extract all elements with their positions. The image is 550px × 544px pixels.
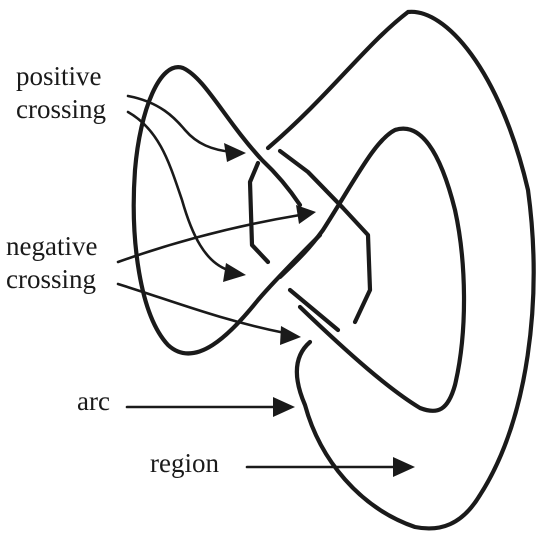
arrowhead-negative-crossing-2 — [280, 326, 301, 345]
label-positive-crossing: crossing — [16, 94, 106, 124]
label-negative-crossing: crossing — [6, 264, 96, 294]
pointer-positive-crossing-2 — [126, 110, 230, 272]
label-region: region — [150, 448, 219, 478]
arrowhead-positive-crossing-2 — [223, 263, 246, 282]
pointer-negative-crossing — [116, 213, 302, 264]
arrowhead-arc — [273, 397, 295, 417]
pointer-positive-crossing — [126, 94, 234, 154]
knot-strand-left-lobe — [131, 65, 323, 356]
arrowhead-region — [393, 457, 415, 477]
knot-strand-hexagon — [247, 160, 271, 265]
label-arc: arc — [77, 386, 110, 416]
knot-strand-hexagon-right — [277, 148, 373, 325]
arrowhead-negative-crossing — [296, 205, 316, 224]
pointer-negative-crossing-2 — [116, 282, 287, 335]
arrowhead-positive-crossing — [224, 143, 246, 162]
knot-strand-outer — [265, 9, 536, 531]
label-negative: negative — [6, 231, 98, 261]
label-positive: positive — [16, 61, 102, 91]
knot-strand-hexagon-lower — [287, 287, 341, 333]
